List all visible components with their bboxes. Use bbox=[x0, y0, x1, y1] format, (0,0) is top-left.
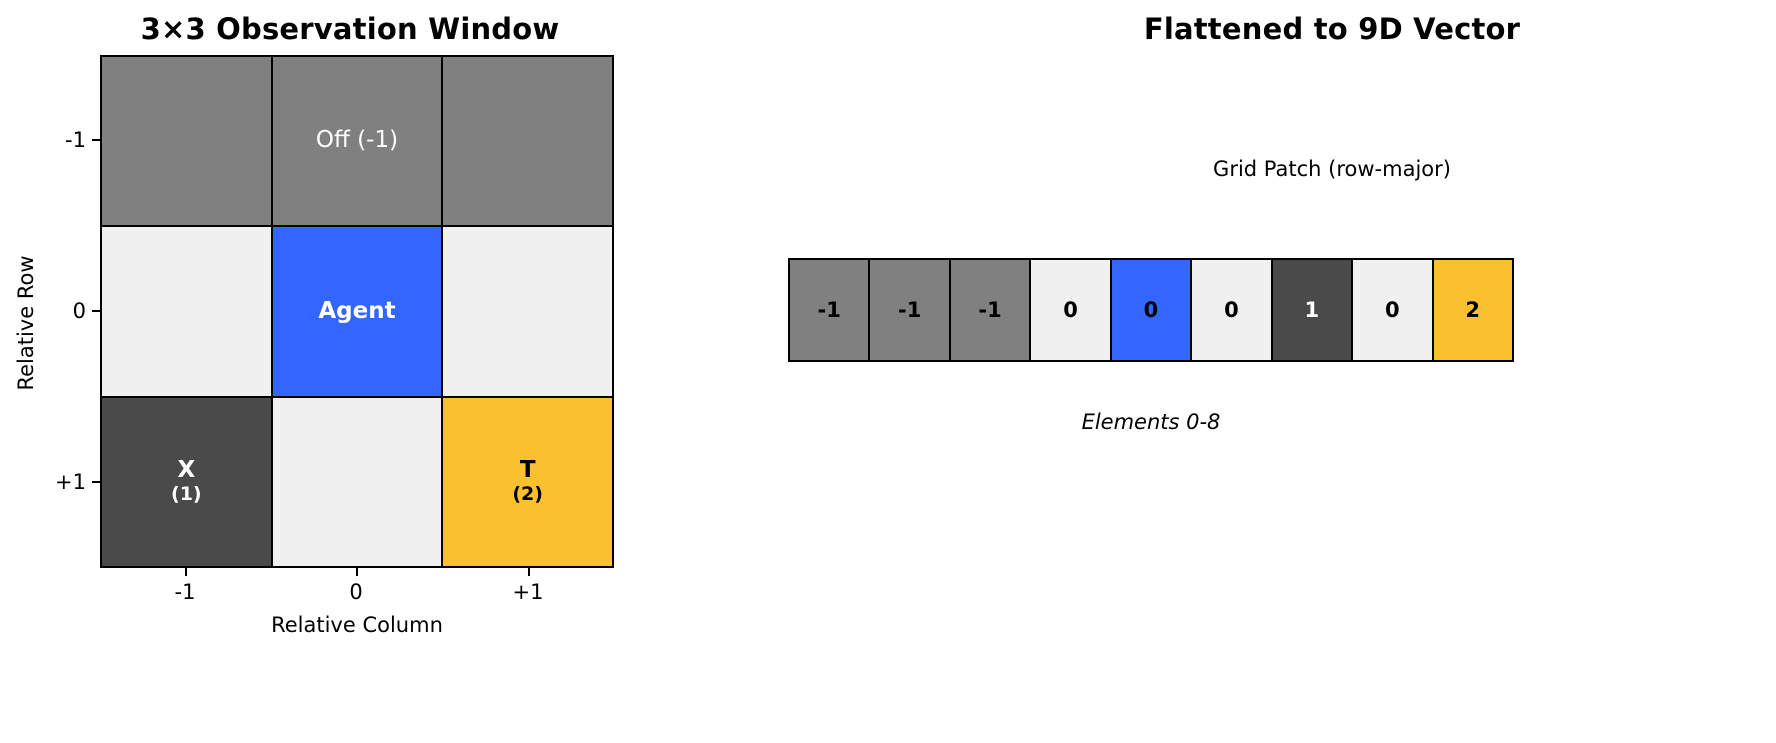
grid-cell-r0c2[interactable] bbox=[443, 57, 612, 226]
vector-cell-1[interactable]: -1 bbox=[870, 260, 951, 360]
vector-cell-3[interactable]: 0 bbox=[1031, 260, 1112, 360]
grid-cell-sublabel: (2) bbox=[512, 483, 543, 506]
y-axis-label: Relative Row bbox=[14, 255, 38, 391]
vector-cell-5[interactable]: 0 bbox=[1192, 260, 1273, 360]
page-title: 3×3 Observation Window bbox=[140, 12, 560, 46]
vector-cell-0[interactable]: -1 bbox=[790, 260, 871, 360]
observation-window-panel: 3×3 Observation Window Relative Row -1 0… bbox=[14, 12, 614, 637]
grid-cell-sublabel: (1) bbox=[171, 483, 202, 506]
vector-cell-4[interactable]: 0 bbox=[1111, 260, 1193, 360]
x-tick-label-2: +1 bbox=[512, 580, 544, 604]
x-axis-label: Relative Column bbox=[271, 613, 443, 637]
grid-cell-r1c1-agent[interactable]: Agent bbox=[272, 227, 442, 396]
grid-cell-label: Off (-1) bbox=[315, 127, 399, 154]
vector-cell-6[interactable]: 1 bbox=[1272, 260, 1354, 360]
vector-cell-7[interactable]: 0 bbox=[1353, 260, 1434, 360]
x-tick-label-0: -1 bbox=[174, 580, 196, 604]
flattened-vector-panel: Flattened to 9D Vector Grid Patch (row-m… bbox=[788, 0, 1776, 743]
grid-cell-r1c2[interactable] bbox=[443, 227, 612, 396]
grid-cell-r0c0[interactable] bbox=[102, 57, 271, 226]
grid-cell-r0c1[interactable]: Off (-1) bbox=[272, 57, 442, 226]
elements-range-caption: Elements 0-8 bbox=[1081, 410, 1221, 434]
y-tick-mark-0 bbox=[92, 139, 100, 141]
x-tick-mark-1 bbox=[356, 568, 358, 576]
y-tick-label-0: -1 bbox=[65, 128, 86, 152]
y-tick-label-2: +1 bbox=[55, 470, 86, 494]
grid-cell-label: T bbox=[519, 457, 536, 484]
grid-patch-label: Grid Patch (row-major) bbox=[1213, 157, 1451, 181]
y-tick-mark-1 bbox=[92, 310, 100, 312]
grid-cell-label: X bbox=[177, 457, 196, 484]
grid-cell-r2c0-obstacle[interactable]: X (1) bbox=[102, 397, 271, 566]
x-tick-mark-0 bbox=[185, 568, 187, 576]
grid-cell-r2c1[interactable] bbox=[272, 397, 442, 566]
x-tick-mark-2 bbox=[528, 568, 530, 576]
vector-cell-2[interactable]: -1 bbox=[950, 260, 1032, 360]
y-tick-mark-2 bbox=[92, 481, 100, 483]
vector-strip: -1 -1 -1 0 0 0 1 0 2 bbox=[788, 258, 1514, 362]
x-tick-label-1: 0 bbox=[349, 580, 363, 604]
vector-cell-8[interactable]: 2 bbox=[1433, 260, 1512, 360]
grid-cell-label: Agent bbox=[318, 297, 396, 324]
observation-grid: Off (-1) Agent X (1) bbox=[100, 55, 614, 568]
y-tick-label-1: 0 bbox=[72, 299, 86, 323]
flattened-vector-title: Flattened to 9D Vector bbox=[1143, 12, 1521, 46]
grid-cell-r1c0[interactable] bbox=[102, 227, 271, 396]
grid-cell-r2c2-target[interactable]: T (2) bbox=[443, 397, 612, 566]
